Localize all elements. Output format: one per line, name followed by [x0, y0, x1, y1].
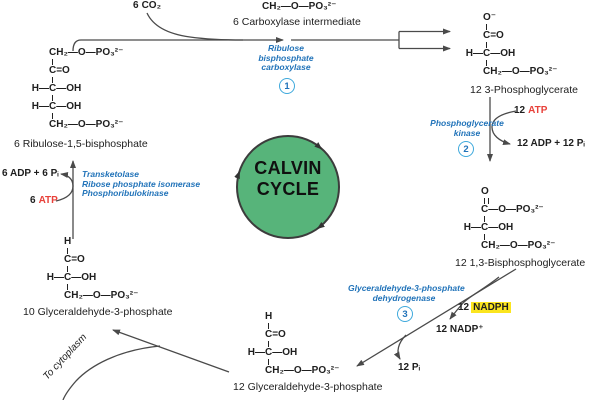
arrow-13bpg-to-g3p [356, 268, 517, 367]
enzyme-g3p-dehydrogenase-label: Glyceraldehyde-3-phosphate dehydrogenase [348, 283, 465, 303]
formula-row: CH₂—O—PO₃²⁻ [483, 66, 558, 77]
formula-row: C=O [265, 329, 286, 340]
formula-row: O [481, 186, 489, 197]
bond-single [463, 60, 557, 66]
bond-double [461, 198, 555, 204]
formula-row: CH₂—O—PO₃²⁻ [265, 365, 340, 376]
bond-single [463, 24, 557, 30]
formula-row: H—C—OH [247, 347, 298, 358]
formula-row: CH₂—O—PO₃²⁻ [49, 119, 124, 130]
cycle-direction-arrow-top-right [314, 142, 323, 150]
formula-row: H—C—OH [31, 83, 82, 94]
adp-12-label: 12 ADP + 12 Pᵢ [517, 138, 585, 149]
ribulose-15-bisphosphate-label: 6 Ribulose-1,5-bisphosphate [14, 138, 148, 150]
formula-row: C—O—PO₃²⁻ [481, 204, 544, 215]
to-cytoplasm-curve [62, 345, 161, 400]
regeneration-enzymes-label: Transketolase Ribose phosphate isomerase… [82, 169, 201, 198]
step-3-badge: 3 [397, 306, 413, 322]
bond-single [461, 234, 555, 240]
bond-single [245, 341, 339, 347]
bond-single [44, 266, 138, 272]
bond-single [44, 284, 138, 290]
formula-row: H—C—OH [465, 48, 516, 59]
bond-single [461, 216, 555, 222]
calvin-cycle-circle [236, 135, 340, 239]
formula-row: CH₂—O—PO₃²⁻ [64, 290, 139, 301]
co2-input-curve [146, 12, 244, 41]
structure-3-phosphoglycerate: O⁻ C=O H—C—OH CH₂—O—PO₃²⁻ [463, 12, 558, 78]
formula-row: H—C—OH [463, 222, 514, 233]
adp-6-label: 6 ADP + 6 Pᵢ [2, 168, 59, 179]
structure-glyceraldehyde-3-phosphate-10: H C=O H—C—OH CH₂—O—PO₃²⁻ [44, 236, 139, 302]
pi-curve-step3 [393, 334, 407, 360]
arrow-rubp-to-intermediate [72, 37, 284, 52]
formula-row: H—C—OH [46, 272, 97, 283]
formula-row: H [265, 311, 273, 322]
atp-curve-step2 [491, 110, 517, 146]
formula-row: C=O [483, 30, 504, 41]
formula-row: H—C—OH [31, 101, 82, 112]
structure-ribulose-15-bisphosphate: CH₂—O—PO₃²⁻ C=O H—C—OH H—C—OH CH₂—O—PO₃²⁻ [29, 47, 124, 131]
formula-row: CH₂—O—PO₃²⁻ [49, 47, 124, 58]
bond-single [29, 59, 123, 65]
cycle-title: CALVIN CYCLE [238, 158, 338, 200]
carboxylase-intermediate-formula: CH₂—O—PO₃²⁻ [262, 1, 337, 12]
step-1-badge: 1 [279, 78, 295, 94]
structure-glyceraldehyde-3-phosphate-12: H C=O H—C—OH CH₂—O—PO₃²⁻ [245, 311, 340, 377]
enzyme-phosphoglycerate-kinase-label: Phosphoglycerate kinase [430, 118, 504, 138]
formula-row: O⁻ [483, 12, 497, 23]
cycle-title-line2: CYCLE [256, 179, 320, 199]
bond-single [29, 113, 123, 119]
carboxylase-intermediate-label: 6 Carboxylase intermediate [233, 16, 361, 28]
nadph-curve-step3 [449, 276, 500, 320]
bond-single [29, 95, 123, 101]
formula-row: CH₂—O—PO₃²⁻ [481, 240, 556, 251]
bond-single [44, 248, 138, 254]
pi-12-label: 12 Pᵢ [398, 362, 420, 373]
formula-row: C=O [64, 254, 85, 265]
13-bisphosphoglycerate-label: 12 1,3-Bisphosphoglycerate [455, 257, 586, 269]
3-phosphoglycerate-label: 12 3-Phosphoglycerate [470, 84, 578, 96]
bond-single [29, 77, 123, 83]
bond-single [245, 323, 339, 329]
formula-row: C=O [49, 65, 70, 76]
bond-single [245, 359, 339, 365]
bond-single [463, 42, 557, 48]
step-2-badge: 2 [458, 141, 474, 157]
cycle-direction-arrow-left [234, 170, 241, 180]
cycle-direction-arrow-bottom [316, 221, 325, 230]
structure-13-bisphosphoglycerate: O C—O—PO₃²⁻ H—C—OH CH₂—O—PO₃²⁻ [461, 186, 556, 252]
enzyme-rubisco-label: Ribulose bisphosphate carboxylase [258, 43, 314, 72]
atp-curve-regeneration [55, 172, 74, 202]
cycle-title-line1: CALVIN [254, 158, 322, 178]
arrow-g3p12-to-g3p10 [112, 329, 230, 373]
glyceraldehyde-3-phosphate-10-label: 10 Glyceraldehyde-3-phosphate [23, 306, 173, 318]
formula-row: H [64, 236, 72, 247]
glyceraldehyde-3-phosphate-12-label: 12 Glyceraldehyde-3-phosphate [233, 381, 383, 393]
nadp-12-label: 12 NADP⁺ [436, 324, 484, 335]
